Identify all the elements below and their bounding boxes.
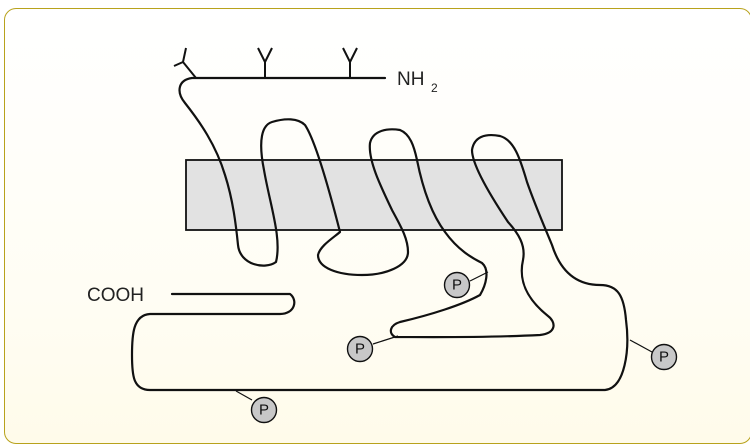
- glycosylation-site: [342, 47, 358, 78]
- c-terminus-label: COOH: [87, 285, 144, 306]
- svg-text:P: P: [259, 402, 269, 419]
- svg-text:P: P: [355, 341, 365, 358]
- phosphate-links: [235, 271, 653, 401]
- n-terminus-label: NH: [397, 69, 424, 90]
- phosphate-group: P: [346, 335, 374, 363]
- svg-text:P: P: [659, 349, 669, 366]
- n-terminus-subscript: 2: [431, 81, 438, 95]
- glycosylation-site: [257, 47, 273, 78]
- phosphate-group: P: [250, 396, 278, 424]
- glycosylation-site: [173, 47, 197, 79]
- protein-chain: [130, 76, 629, 392]
- phosphate-group: P: [650, 343, 678, 371]
- svg-text:P: P: [452, 277, 462, 294]
- phosphate-group: P: [443, 271, 471, 299]
